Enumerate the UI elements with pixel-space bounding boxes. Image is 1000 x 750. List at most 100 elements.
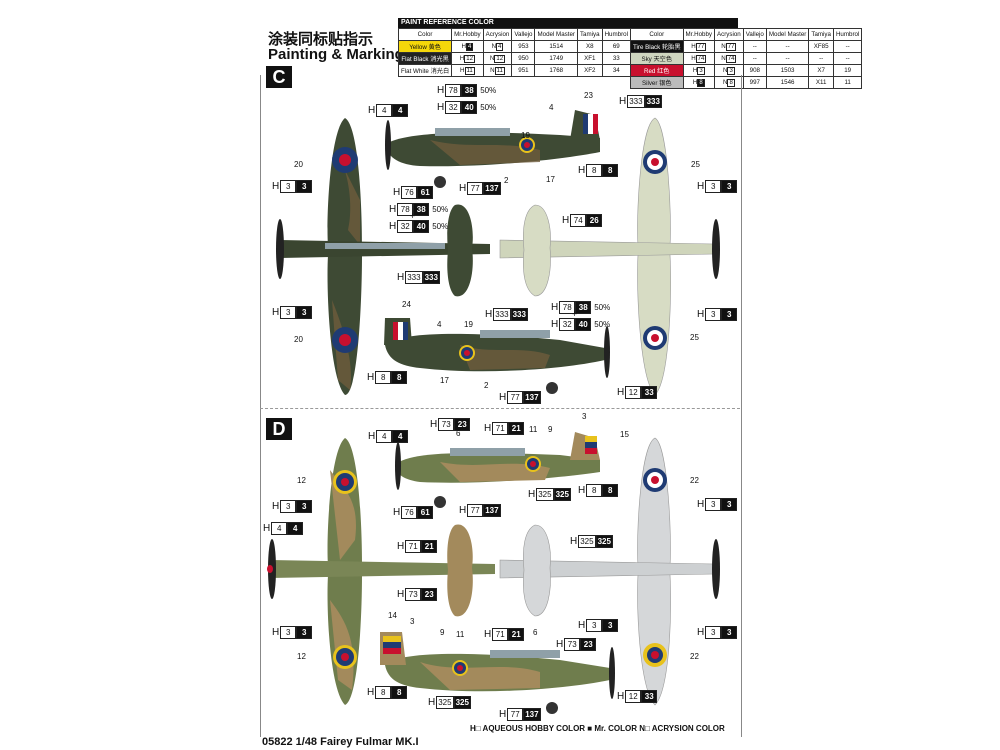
- marking-number: 20: [294, 335, 303, 344]
- marking-number: 19: [464, 320, 473, 329]
- paint-legend: H□ AQUEOUS HOBBY COLOR ■ Mr. COLOR N□ AC…: [470, 724, 725, 733]
- plus-sign: +: [572, 309, 578, 319]
- col-tamiya: Tamiya: [576, 28, 603, 41]
- marking-number: 9: [548, 425, 553, 434]
- aircraft-d-side-view-1: [395, 432, 600, 508]
- paint-reference-table: Color Mr.Hobby Acrysion Vallejo Model Ma…: [397, 28, 863, 89]
- kit-footer: 05822 1/48 Fairey Fulmar MK.I: [262, 736, 419, 748]
- marking-number: 4: [549, 103, 554, 112]
- section-d-label: D: [266, 418, 292, 440]
- marking-number: 22: [690, 652, 699, 661]
- col-acrysion-2: Acrysion: [714, 28, 744, 41]
- marking-number: 2: [484, 381, 489, 390]
- aircraft-c-side-view-2: [384, 318, 610, 394]
- marking-number: 20: [294, 160, 303, 169]
- plus-sign: +: [410, 211, 416, 221]
- marking-number: 2: [504, 176, 509, 185]
- marking-number: 19: [521, 131, 530, 140]
- guide-frame: [260, 75, 742, 737]
- marking-number: 12: [297, 652, 306, 661]
- aircraft-c-bottom-view: [499, 117, 720, 396]
- aircraft-d-top-view: [267, 438, 495, 705]
- marking-number: 12: [297, 476, 306, 485]
- page-title-cn: 涂装同标贴指示: [268, 31, 374, 48]
- marking-number: 22: [690, 476, 699, 485]
- marking-number: 15: [620, 430, 629, 439]
- col-color-2: Color: [629, 28, 684, 41]
- paint-reference-title: PAINT REFERENCE COLOR: [398, 18, 738, 28]
- aircraft-c-top-view: [276, 118, 490, 395]
- marking-number: 25: [691, 160, 700, 169]
- marking-number: 24: [402, 300, 411, 309]
- marking-number: 3: [582, 412, 587, 421]
- marking-number: 23: [584, 91, 593, 100]
- aircraft-d-bottom-view: [499, 437, 720, 706]
- aircraft-d-side-view-2: [380, 632, 615, 714]
- marking-number: 6: [456, 429, 461, 438]
- marking-number: 11: [456, 630, 465, 639]
- section-c-label: C: [266, 66, 292, 88]
- marking-number: 17: [440, 376, 449, 385]
- marking-number: 17: [546, 175, 555, 184]
- marking-number: 3: [410, 617, 415, 626]
- aircraft-c-side-view-1: [385, 110, 600, 188]
- col-modelmaster-2: Model Master: [765, 28, 810, 41]
- marking-number: 25: [690, 333, 699, 342]
- marking-number: 11: [529, 425, 538, 434]
- marking-number: 14: [388, 611, 397, 620]
- col-mrhobby: Mr.Hobby: [451, 28, 484, 41]
- col-humbrol-2: Humbrol: [832, 28, 863, 41]
- marking-number: 9: [440, 628, 445, 637]
- marking-number: 4: [437, 320, 442, 329]
- marking-number: 6: [533, 628, 538, 637]
- col-mrhobby-2: Mr.Hobby: [682, 28, 716, 41]
